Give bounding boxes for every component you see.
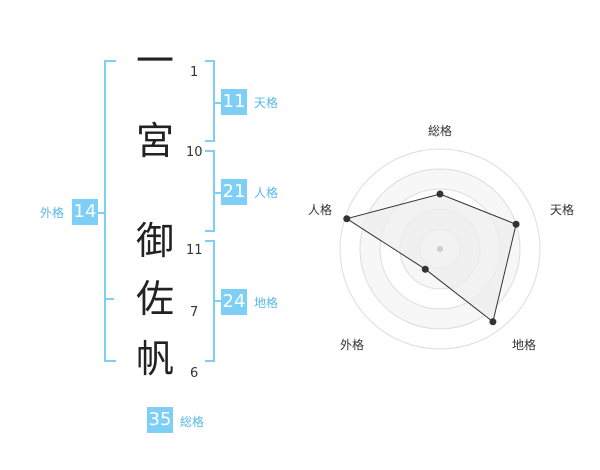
soukaku-value: 35 [147,407,173,433]
radar-axis-label-tenkaku: 天格 [550,203,575,217]
radar-axis-label-soukaku: 総格 [428,124,453,138]
tenkaku-label: 天格 [254,96,279,110]
stroke-count-1: 1 [190,65,199,80]
radar-point-1 [512,220,520,228]
chikaku-label: 地格 [254,296,279,310]
jinkaku-connector [213,192,221,194]
radar-axis-label-jinkaku: 人格 [308,203,333,217]
tenkaku-value: 11 [221,89,247,115]
chikaku-value: 24 [221,289,247,315]
radar-axis-label-chikaku: 地格 [512,338,537,352]
radar-point-2 [489,318,497,326]
stroke-count-2: 10 [186,145,203,160]
gaikaku-label: 外格 [40,206,65,220]
radar-point-3 [421,265,429,273]
name-char-4: 佐 [135,277,174,321]
gaikaku-bracket [104,60,116,362]
radar-point-0 [436,190,444,198]
stroke-count-5: 6 [190,366,199,381]
radar-series-area [345,193,517,323]
name-char-3: 御 [135,219,174,263]
radar-center-point [437,246,443,252]
jinkaku-bracket [205,150,215,232]
gaikaku-value: 14 [72,199,98,225]
radar-axis-label-gaikaku: 外格 [340,338,365,352]
jinkaku-value: 21 [221,179,247,205]
radar-point-4 [343,215,351,223]
gaikaku-divider [104,298,114,300]
stroke-count-4: 7 [190,305,199,320]
jinkaku-label: 人格 [254,186,279,200]
name-char-1: 一 [135,39,174,83]
name-char-5: 帆 [135,337,174,381]
tenkaku-bracket [205,60,215,142]
tenkaku-connector [213,102,221,104]
name-char-2: 宮 [135,119,174,163]
soukaku-label: 総格 [180,415,205,429]
stroke-count-3: 11 [186,243,203,258]
chikaku-connector [213,300,221,302]
gaikaku-connector [98,212,106,214]
